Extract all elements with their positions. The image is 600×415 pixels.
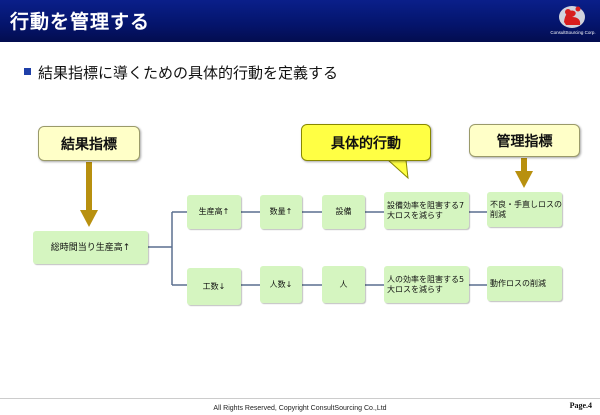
footer-copyright: All Rights Reserved, Copyright ConsultSo… [213,405,387,412]
row2-people-box: 人 [322,266,365,303]
row2-manhours-box: 工数↓ [187,268,241,305]
down-arrow-icon [515,158,533,188]
row1-output-box: 生産高↑ [187,195,241,229]
callout-management-indicator: 管理指標 [469,124,580,157]
page-title: 行動を管理する [10,11,151,33]
company-logo-text: ConsultSourcing Corp. [550,30,596,35]
bullet-square-icon [24,68,31,75]
row1-defect-loss-box: 不良・手直しロスの削減 [487,192,562,227]
root-box-total-output-per-hour: 総時間当り生産高↑ [33,231,148,264]
row2-motion-loss-box: 動作ロスの削減 [487,266,562,301]
bullet-text: 結果指標に導くための具体的行動を定義する [38,64,339,82]
row1-equipment-loss-box: 設備効率を阻害する7大ロスを減らす [384,192,469,229]
callout-result-indicator: 結果指標 [38,126,140,161]
row2-headcount-box: 人数↓ [260,266,302,303]
row1-quantity-box: 数量↑ [260,195,302,229]
company-logo-icon [559,6,585,28]
down-arrow-icon [80,162,98,227]
footer-divider [0,398,600,399]
callout-concrete-action: 具体的行動 [301,124,431,161]
page-number: Page.4 [569,401,592,410]
header-bar: 行動を管理する ConsultSourcing Corp. [0,0,600,42]
row1-equipment-box: 設備 [322,195,365,229]
row2-human-loss-box: 人の効率を阻害する5大ロスを減らす [384,266,469,303]
